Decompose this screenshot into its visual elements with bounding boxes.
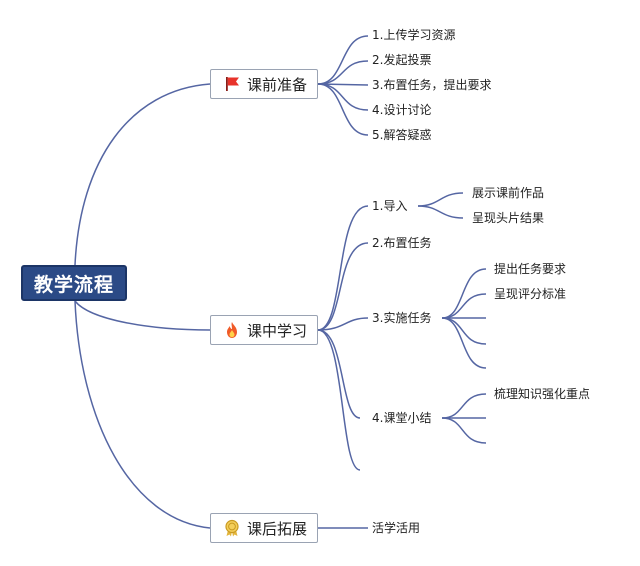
implement-child[interactable]: 提出任务要求 xyxy=(494,262,567,276)
in-item-implement[interactable]: 3.实施任务 xyxy=(372,311,432,325)
link-root-post xyxy=(74,300,211,529)
link-in-1 xyxy=(317,205,369,331)
branch-label: 课中学习 xyxy=(247,321,308,340)
link-sum-3 xyxy=(441,417,487,444)
branch-label: 课后拓展 xyxy=(247,519,308,538)
link-in-4 xyxy=(317,329,361,419)
link-root-pre xyxy=(74,83,211,266)
link-pre-4 xyxy=(317,83,369,111)
root-node[interactable]: 教学流程 xyxy=(21,265,127,301)
branch-after-class[interactable]: 课后拓展 xyxy=(210,513,318,543)
link-in-3 xyxy=(317,317,369,331)
import-child[interactable]: 呈现头片结果 xyxy=(472,211,545,225)
link-impl-1 xyxy=(441,268,487,319)
link-pre-3 xyxy=(317,83,369,86)
link-in-5 xyxy=(317,329,361,471)
link-impl-2 xyxy=(441,293,487,319)
medal-icon xyxy=(225,519,239,537)
link-impl-5 xyxy=(441,317,487,369)
root-label: 教学流程 xyxy=(33,273,114,296)
implement-child[interactable]: 呈现评分标准 xyxy=(494,287,567,301)
import-child[interactable]: 展示课前作品 xyxy=(472,186,545,200)
in-item-assign[interactable]: 2.布置任务 xyxy=(372,236,432,250)
link-in-2 xyxy=(317,242,369,331)
link-root-in xyxy=(74,300,211,331)
link-pre-1 xyxy=(317,35,369,85)
in-item-summary[interactable]: 4.课堂小结 xyxy=(372,411,432,425)
post-item[interactable]: 活学活用 xyxy=(372,521,421,535)
pre-item[interactable]: 1.上传学习资源 xyxy=(372,28,456,42)
pre-item[interactable]: 5.解答疑惑 xyxy=(372,128,432,142)
link-pre-2 xyxy=(317,60,369,85)
link-import-2 xyxy=(417,205,464,219)
pre-item[interactable]: 3.布置任务，提出要求 xyxy=(372,78,492,92)
link-sum-1 xyxy=(441,393,487,419)
in-item-import[interactable]: 1.导入 xyxy=(372,199,408,213)
pre-item[interactable]: 2.发起投票 xyxy=(372,53,432,67)
branch-pre-class[interactable]: 课前准备 xyxy=(210,69,318,99)
pre-item[interactable]: 4.设计讨论 xyxy=(372,103,432,117)
branch-label: 课前准备 xyxy=(247,75,308,94)
summary-child[interactable]: 梳理知识强化重点 xyxy=(494,387,591,401)
link-pre-5 xyxy=(317,83,369,136)
link-impl-4 xyxy=(441,317,487,345)
flame-icon xyxy=(227,322,237,338)
link-import-1 xyxy=(417,192,464,207)
branch-in-class[interactable]: 课中学习 xyxy=(210,315,318,345)
red-flag-icon xyxy=(226,77,239,91)
